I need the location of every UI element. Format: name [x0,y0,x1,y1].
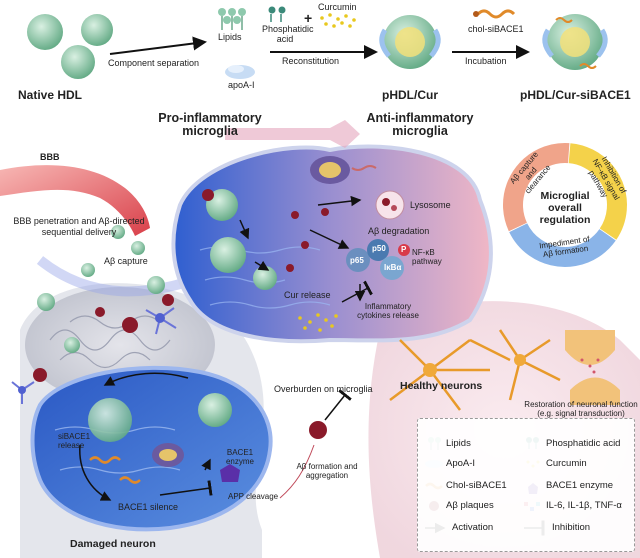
regulation-ring [502,143,627,267]
legend-chol-sibace1: Chol-siBACE1 [446,480,507,491]
phdl-cur-label: pHDL/Cur [382,88,438,102]
neuron-sirna [89,456,141,484]
circulating-particles [37,225,165,353]
microglia-arrows [239,195,373,303]
healthy-neurons-label: Healthy neurons [400,380,483,392]
microglia-plaques [202,189,329,272]
app-cleavage-label: APP cleavage [228,492,279,501]
lipids-icon [218,8,246,30]
bbb-vessel [0,165,150,236]
legend-phosphatidic-acid: Phosphatidic acid [546,438,621,449]
bace1-enzyme-icon [220,464,240,482]
curcumin-label: Curcumin [318,2,357,12]
arrow-component-separation [109,36,207,55]
abeta-plaques-left [33,294,174,382]
phosphatidic-acid-icon [268,6,286,22]
regulation-center-label: Microglial overall regulation [539,190,591,226]
phospho-label: P [401,245,407,254]
p65-label: p65 [350,256,364,265]
bace1-silence-label: BACE1 silence [118,502,179,512]
legend-apoa1: ApoA-I [446,458,476,469]
microglia-curcumin [298,313,338,332]
inflammatory-release-label: Inflammatory cytokines release [357,302,419,320]
native-hdl-particles [27,14,113,79]
neuron-internalized [88,393,232,442]
native-hdl-label: Native HDL [18,88,83,102]
bbb-label: BBB [40,152,60,162]
abeta-capture-label: Aβ capture [104,256,148,266]
damaged-neuron-label: Damaged neuron [70,538,156,550]
bbb-penetration-label: BBB penetration and Aβ-directed sequenti… [13,216,145,237]
legend-inhibition: Inhibition [552,522,591,533]
phdl-cur-particle [379,15,441,69]
chol-sibace1-label: chol-siBACE1 [468,24,524,34]
microglia-membrane [171,144,493,344]
phdl-cur-sibace1-label: pHDL/Cur-siBACE1 [520,88,631,102]
legend-cytokines: IL-6, IL-1β, TNF-α [546,500,622,511]
incubation-label: Incubation [465,56,507,66]
p50-label: p50 [372,244,386,253]
legend-lipids: Lipids [446,438,471,449]
sibace1-release-label: siBACE1 release [58,432,91,450]
legend-panel [417,418,635,552]
brain-folds [49,315,171,369]
reconstitution-label: Reconstitution [282,56,340,66]
overburden-label: Overburden on microglia [274,384,373,394]
legend-activation: Activation [452,522,494,533]
phosphatidic-acid-label: Phosphatidic acid [262,24,314,44]
ikba-label: IκBα [384,263,402,272]
nfkb-pathway-label: NF-κB pathway [412,248,442,266]
apoa1-icon [225,65,255,79]
aggregation-plaque [279,421,327,499]
plus-sign: + [304,10,313,26]
bace1-enzyme-label: BACE1 enzyme [225,448,254,466]
apoa1-label: apoA-I [228,80,255,90]
abeta-formation-label: Aβ formation and aggregation [296,462,358,480]
neuron-arrows [79,372,213,501]
microglia-internalized [206,189,277,290]
nfkb-complex [346,239,410,280]
chol-sibace1-icon [473,9,516,19]
pro-inflammatory-label: Pro-inflammatory microglia [158,111,262,138]
legend-bace1-enzyme: BACE1 enzyme [546,480,614,491]
abeta-degradation-label: Aβ degradation [368,226,430,236]
neuron-golgi [152,443,184,467]
transition-arrow [225,120,360,148]
component-separation-label: Component separation [108,58,200,68]
restoration-label: Restoration of neuronal function (e.g. s… [524,400,638,418]
legend-abeta-plaques: Aβ plaques [446,500,494,511]
lipids-label: Lipids [218,32,242,42]
microglia-nucleus [310,156,377,184]
cur-release-label: Cur release [284,290,331,300]
legend-curcumin: Curcumin [546,458,587,469]
phdl-cur-sibace1-particle [542,14,608,70]
healthy-neurons [389,329,561,411]
synapse-icon [565,330,620,405]
anti-inflammatory-label: Anti-inflammatory microglia [366,111,474,138]
curcumin-dots-top [320,13,356,28]
lysosome-label: Lysosome [410,200,451,210]
lysosome [375,190,405,220]
overburden-arrow [324,389,352,421]
